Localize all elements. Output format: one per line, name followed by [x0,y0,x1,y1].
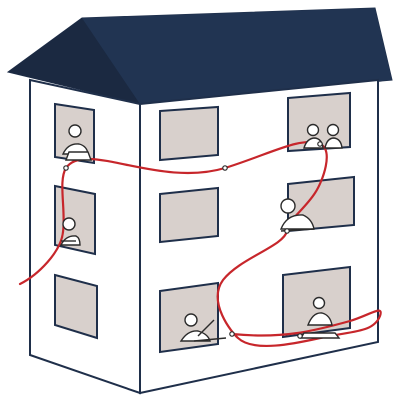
person-icon [61,124,93,161]
window-icon [54,102,98,340]
person-icon [303,123,343,149]
network-cable-icon [63,141,323,339]
person-icon [279,198,315,232]
roof-icon [6,7,393,105]
person-icon [59,217,81,246]
person-icon [179,313,227,342]
